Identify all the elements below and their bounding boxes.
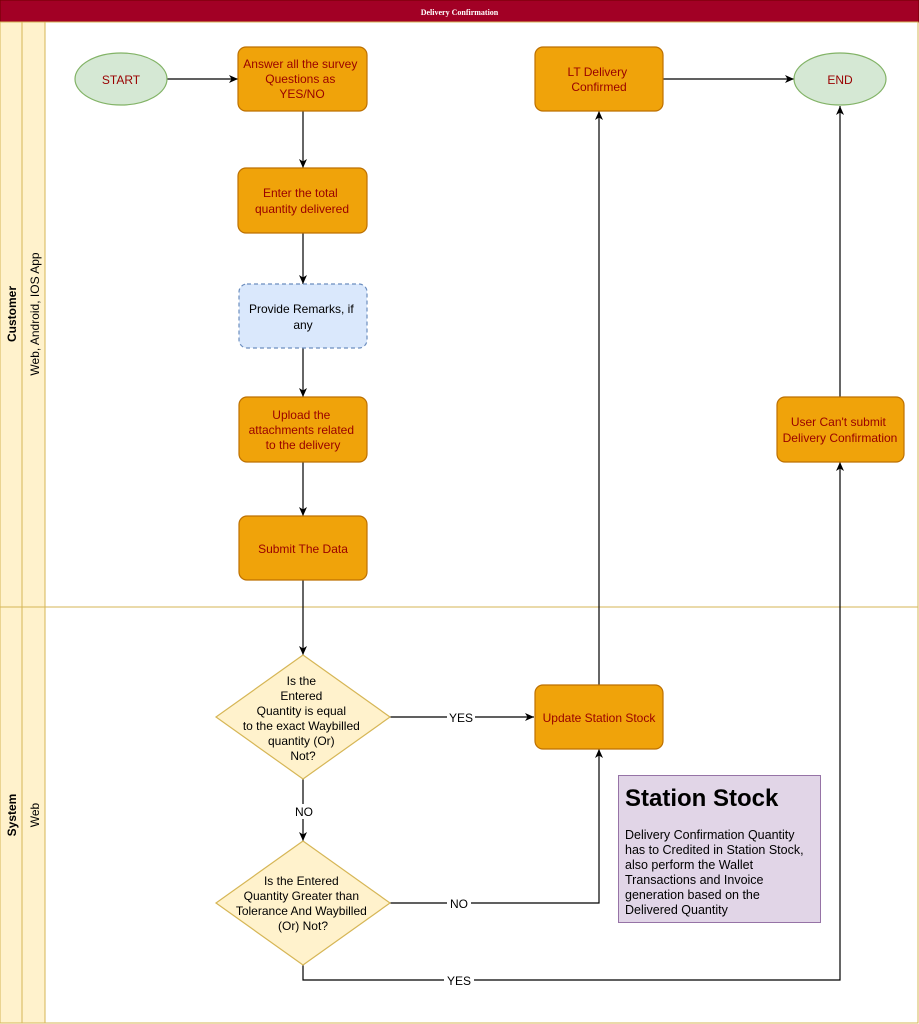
submit-label: Submit The Data (258, 542, 348, 556)
page-title: Delivery Confirmation (421, 8, 499, 17)
edge-label-yes-2: YES (447, 974, 471, 988)
decision-equal-label: Is the Entered Quantity is equal to the … (243, 674, 363, 763)
decision-equal-node (214, 654, 392, 780)
edge-label-no-1: NO (295, 805, 313, 819)
update-stock-label: Update Station Stock (543, 711, 657, 725)
upload-node (238, 396, 368, 463)
survey-node (237, 46, 368, 112)
end-node (793, 52, 887, 106)
start-label: START (102, 73, 141, 87)
decision-tolerance-node (214, 840, 392, 966)
total-quantity-node (237, 167, 368, 234)
update-stock-node (534, 684, 664, 750)
decision-tolerance-label: Is the Entered Quantity Greater than Tol… (236, 874, 370, 933)
edge-label-yes-1: YES (449, 711, 473, 725)
edge-label-no-2: NO (450, 897, 468, 911)
lane-customer-body (44, 21, 919, 608)
remarks-label: Provide Remarks, if any (249, 302, 357, 332)
end-label: END (827, 73, 853, 87)
lane-system-label: System (5, 794, 19, 837)
edge-decision2-cant-submit (302, 462, 844, 981)
lt-confirmed-label: LT Delivery Confirmed (568, 65, 631, 94)
total-quantity-label: Enter the total quantity delivered (255, 186, 349, 216)
station-stock-note-title: Station Stock (625, 785, 779, 812)
lane-customer-label: Customer (5, 286, 19, 342)
station-stock-note: Station Stock Delivery Confirmation Quan… (618, 775, 821, 923)
survey-label: Answer all the survey Questions as YES/N… (243, 57, 360, 101)
lt-confirmed-node (534, 46, 664, 112)
lane-customer-sublabel: Web, Android, IOS App (28, 252, 42, 376)
start-node (74, 52, 168, 106)
remarks-node (238, 283, 368, 349)
lane-system-sublabel: Web (28, 802, 42, 827)
submit-node (238, 515, 368, 581)
station-stock-note-body: Delivery Confirmation Quantity has to Cr… (625, 828, 804, 917)
cant-submit-node (776, 396, 905, 463)
upload-label: Upload the attachments related to the de… (249, 408, 358, 452)
cant-submit-label: User Can't submit Delivery Confirmation (783, 415, 898, 445)
